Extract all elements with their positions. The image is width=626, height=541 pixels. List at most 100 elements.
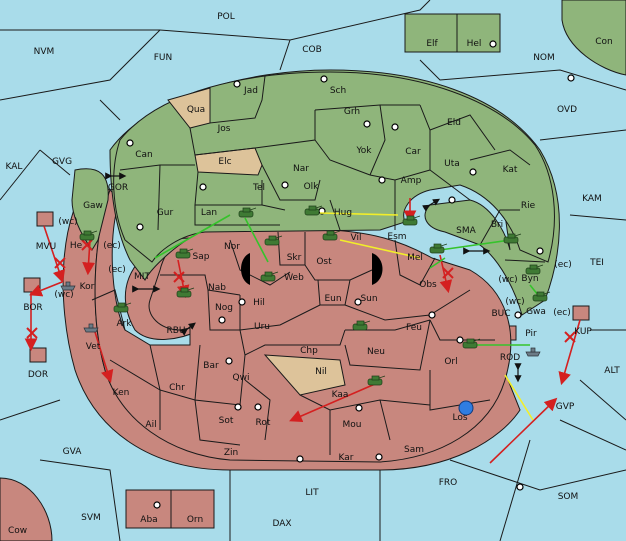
province-label: Olk [304, 182, 320, 192]
province-label: Kar [339, 453, 354, 463]
sea-label: FRO [439, 478, 458, 488]
supply-center-icon [281, 181, 289, 189]
sea-label: GVG [52, 157, 72, 167]
province-label: Elc [218, 157, 231, 167]
supply-center-icon [234, 403, 242, 411]
province-borders [91, 75, 546, 455]
region-nil[interactable] [263, 354, 346, 396]
province-label: Nog [215, 303, 233, 313]
coast-label: (wc) [505, 297, 524, 307]
coast-label: (wc) [58, 217, 77, 227]
supply-center-icon [233, 80, 241, 88]
coast-label: (wc) [498, 275, 517, 285]
coast-label: (ec) [553, 308, 571, 318]
supply-center-icon [126, 139, 134, 147]
region-bor[interactable] [23, 277, 41, 293]
coast-label: (ec) [108, 265, 126, 275]
sea-label: KAM [582, 194, 602, 204]
army-icon [402, 215, 421, 226]
supply-center-icon [225, 357, 233, 365]
province-label: Jos [217, 124, 231, 134]
supply-center-icon [378, 176, 386, 184]
province-label: Nab [208, 283, 226, 293]
region-red-body [94, 189, 512, 463]
coast-label: (ec) [103, 241, 121, 251]
province-label: GVP [556, 402, 575, 412]
province-label: Ark [116, 319, 132, 329]
supply-center-icon [320, 75, 328, 83]
province-label: Eun [324, 294, 341, 304]
army-icon [367, 375, 386, 386]
passage-arrows [105, 172, 522, 383]
province-label: Vil [351, 233, 362, 243]
province-label: Feu [406, 323, 422, 333]
province-label: Bar [203, 361, 219, 371]
sea-label: SVM [81, 513, 101, 523]
province-label: He [70, 241, 83, 251]
canal-east-icon [372, 253, 383, 285]
province-label: Neu [367, 347, 385, 357]
sea-label: Con [595, 37, 613, 47]
province-label: Hug [334, 208, 352, 218]
fleet-icon [83, 323, 99, 333]
army-icon [175, 248, 194, 259]
sea-label: SOM [558, 492, 579, 502]
fleet-icon [525, 347, 541, 357]
coast-label: (wc) [54, 290, 73, 300]
province-label: ROD [500, 353, 520, 363]
supply-center-icon [355, 404, 363, 412]
los-fleet-icon [458, 400, 474, 416]
supply-center-icon [254, 403, 262, 411]
supply-center-icon [375, 453, 383, 461]
province-label: Ken [113, 388, 130, 398]
supply-center-icon [489, 40, 497, 48]
region-dor[interactable] [29, 347, 47, 363]
province-label: Ail [145, 420, 156, 430]
coast-label: (ec) [554, 260, 572, 270]
sea-label: FUN [154, 53, 173, 63]
army-icon [264, 235, 283, 246]
region-orn[interactable] [170, 489, 215, 529]
region-elf[interactable] [404, 13, 458, 53]
army-icon [462, 338, 481, 349]
cross-icon [54, 257, 66, 269]
province-label: BOR [23, 303, 42, 313]
province-label: Mel [407, 253, 423, 263]
province-label: Nil [315, 367, 327, 377]
province-label: Orn [187, 515, 203, 525]
supply-center-icon [391, 123, 399, 131]
army-icon [238, 207, 257, 218]
sea-label: NOM [533, 53, 555, 63]
province-label: Sap [193, 252, 210, 262]
sea-label: POL [217, 12, 235, 22]
sea-label: MIT [134, 272, 150, 282]
sea-label: NVM [34, 47, 55, 57]
sea-label: GOR [108, 183, 128, 193]
province-label: Sot [219, 416, 234, 426]
region-kup[interactable] [572, 305, 590, 321]
supply-center-icon [536, 247, 544, 255]
army-icon [176, 287, 195, 298]
province-label: Chr [169, 383, 185, 393]
region-mvu[interactable] [36, 211, 54, 227]
province-label: Yok [355, 146, 372, 156]
sea-label: TEI [589, 258, 604, 268]
province-label: Rie [521, 201, 536, 211]
fleet-icon [60, 281, 76, 291]
province-label: Qwi [233, 373, 250, 383]
province-label: Kor [80, 282, 95, 292]
failed-order-marks [26, 239, 576, 343]
province-label: Sun [360, 294, 377, 304]
province-label: Hel [467, 39, 482, 49]
sea-label: KAL [6, 162, 23, 172]
province-label: Chp [300, 346, 318, 356]
province-label: Lan [201, 208, 217, 218]
army-icon [532, 291, 551, 302]
province-label: Kat [503, 165, 518, 175]
province-label: Vet [86, 342, 101, 352]
province-label: Los [452, 413, 467, 423]
province-label: Skr [287, 253, 302, 263]
province-label: Aba [140, 515, 157, 525]
province-label: KUP [574, 327, 592, 337]
